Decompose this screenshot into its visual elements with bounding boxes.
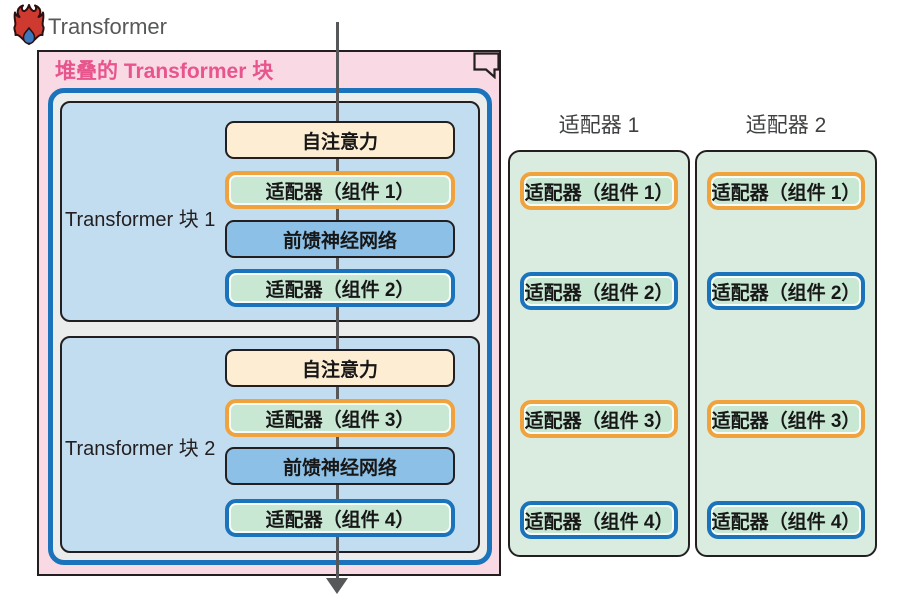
panel1-adapter-component-4: 适配器（组件 4） <box>520 501 678 539</box>
self-attention-layer: 自注意力 <box>225 121 455 159</box>
adapter-component-4: 适配器（组件 4） <box>225 499 455 537</box>
adapter-component-1: 适配器（组件 1） <box>225 171 455 209</box>
panel2-adapter-component-2: 适配器（组件 2） <box>707 272 865 310</box>
panel1-adapter-component-3: 适配器（组件 3） <box>520 400 678 438</box>
panel2-adapter-component-4: 适配器（组件 4） <box>707 501 865 539</box>
block-2-label: Transformer 块 2 <box>65 438 216 460</box>
logo-label: Transformer <box>48 14 167 39</box>
feed-forward-layer: 前馈神经网络 <box>225 447 455 485</box>
adapter-component-3: 适配器（组件 3） <box>225 399 455 437</box>
flame-icon <box>13 4 45 45</box>
block-1-label: Transformer 块 1 <box>65 209 216 231</box>
feed-forward-layer: 前馈神经网络 <box>225 220 455 258</box>
adapter-panel-1: 适配器（组件 1） 适配器（组件 2） 适配器（组件 3） 适配器（组件 4） <box>508 150 690 557</box>
panel1-adapter-component-2: 适配器（组件 2） <box>520 272 678 310</box>
self-attention-layer: 自注意力 <box>225 349 455 387</box>
flow-arrow-head <box>326 578 348 594</box>
panel1-adapter-component-1: 适配器（组件 1） <box>520 172 678 210</box>
panel2-adapter-component-3: 适配器（组件 3） <box>707 400 865 438</box>
adapter-panel-1-title: 适配器 1 <box>558 114 640 137</box>
panel2-adapter-component-1: 适配器（组件 1） <box>707 172 865 210</box>
adapter-component-2: 适配器（组件 2） <box>225 269 455 307</box>
speech-bubble-icon <box>473 52 500 79</box>
adapter-panel-2: 适配器（组件 1） 适配器（组件 2） 适配器（组件 3） 适配器（组件 4） <box>695 150 877 557</box>
stacked-box-title: 堆叠的 Transformer 块 <box>55 60 274 83</box>
adapter-panel-2-title: 适配器 2 <box>745 114 827 137</box>
